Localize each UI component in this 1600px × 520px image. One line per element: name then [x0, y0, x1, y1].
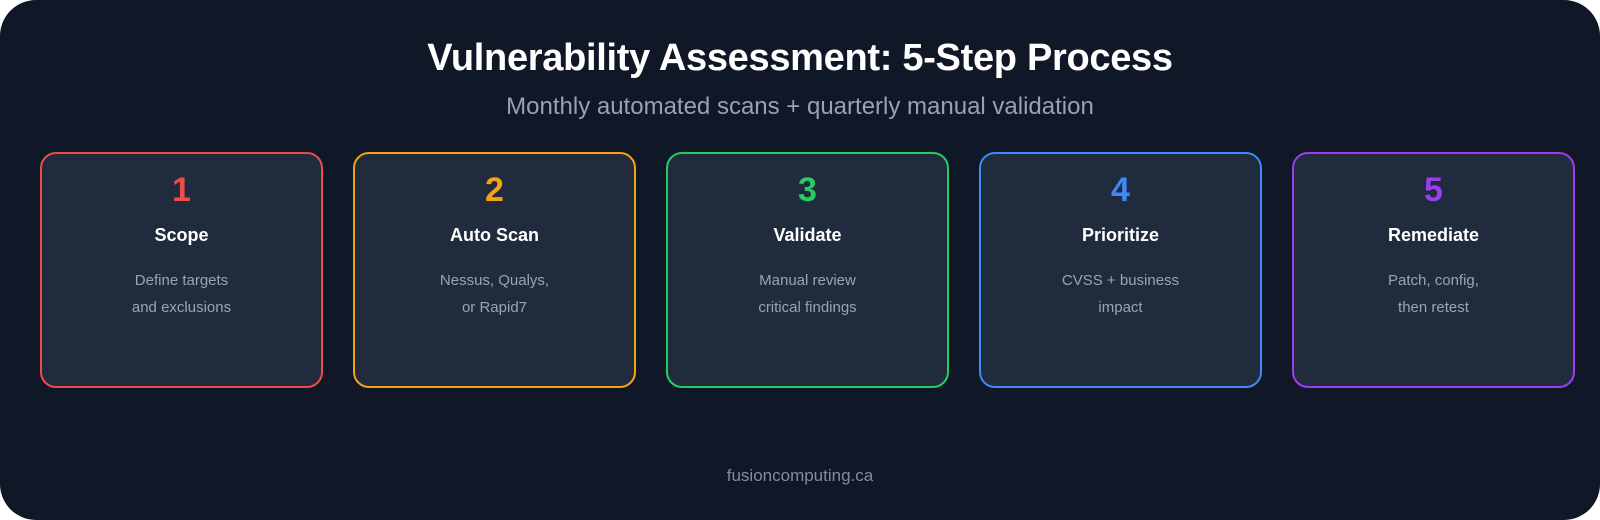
page-subtitle: Monthly automated scans + quarterly manu…: [506, 92, 1094, 120]
footer-attribution: fusioncomputing.ca: [726, 466, 874, 485]
step-card: 3 Validate Manual review critical findin…: [666, 152, 949, 388]
step-title: Scope: [154, 224, 209, 245]
header: Vulnerability Assessment: 5-Step Process…: [0, 0, 1600, 121]
step-title: Prioritize: [1081, 224, 1160, 245]
page-title: Vulnerability Assessment: 5-Step Process: [427, 37, 1173, 79]
step-description: CVSS + business impact: [1061, 272, 1180, 317]
step-title: Auto Scan: [449, 224, 539, 245]
step-title: Validate: [773, 224, 842, 245]
step-description: Manual review critical findings: [758, 272, 857, 317]
step-number: 2: [485, 171, 504, 209]
step-number: 4: [1111, 171, 1130, 209]
step-number: 1: [172, 171, 191, 209]
step-card: 4 Prioritize CVSS + business impact: [979, 152, 1262, 388]
step-description: Define targets and exclusions: [131, 272, 232, 317]
step-title: Remediate: [1387, 224, 1480, 245]
step-card-list: 1 Scope Define targets and exclusions 2 …: [40, 152, 1575, 388]
step-description: Patch, config, then retest: [1388, 272, 1479, 317]
step-card: 5 Remediate Patch, config, then retest: [1292, 152, 1575, 388]
step-card: 2 Auto Scan Nessus, Qualys, or Rapid7: [353, 152, 636, 388]
step-card: 1 Scope Define targets and exclusions: [40, 152, 323, 388]
step-description: Nessus, Qualys, or Rapid7: [439, 272, 550, 317]
step-number: 5: [1424, 171, 1443, 209]
step-number: 3: [798, 171, 817, 209]
